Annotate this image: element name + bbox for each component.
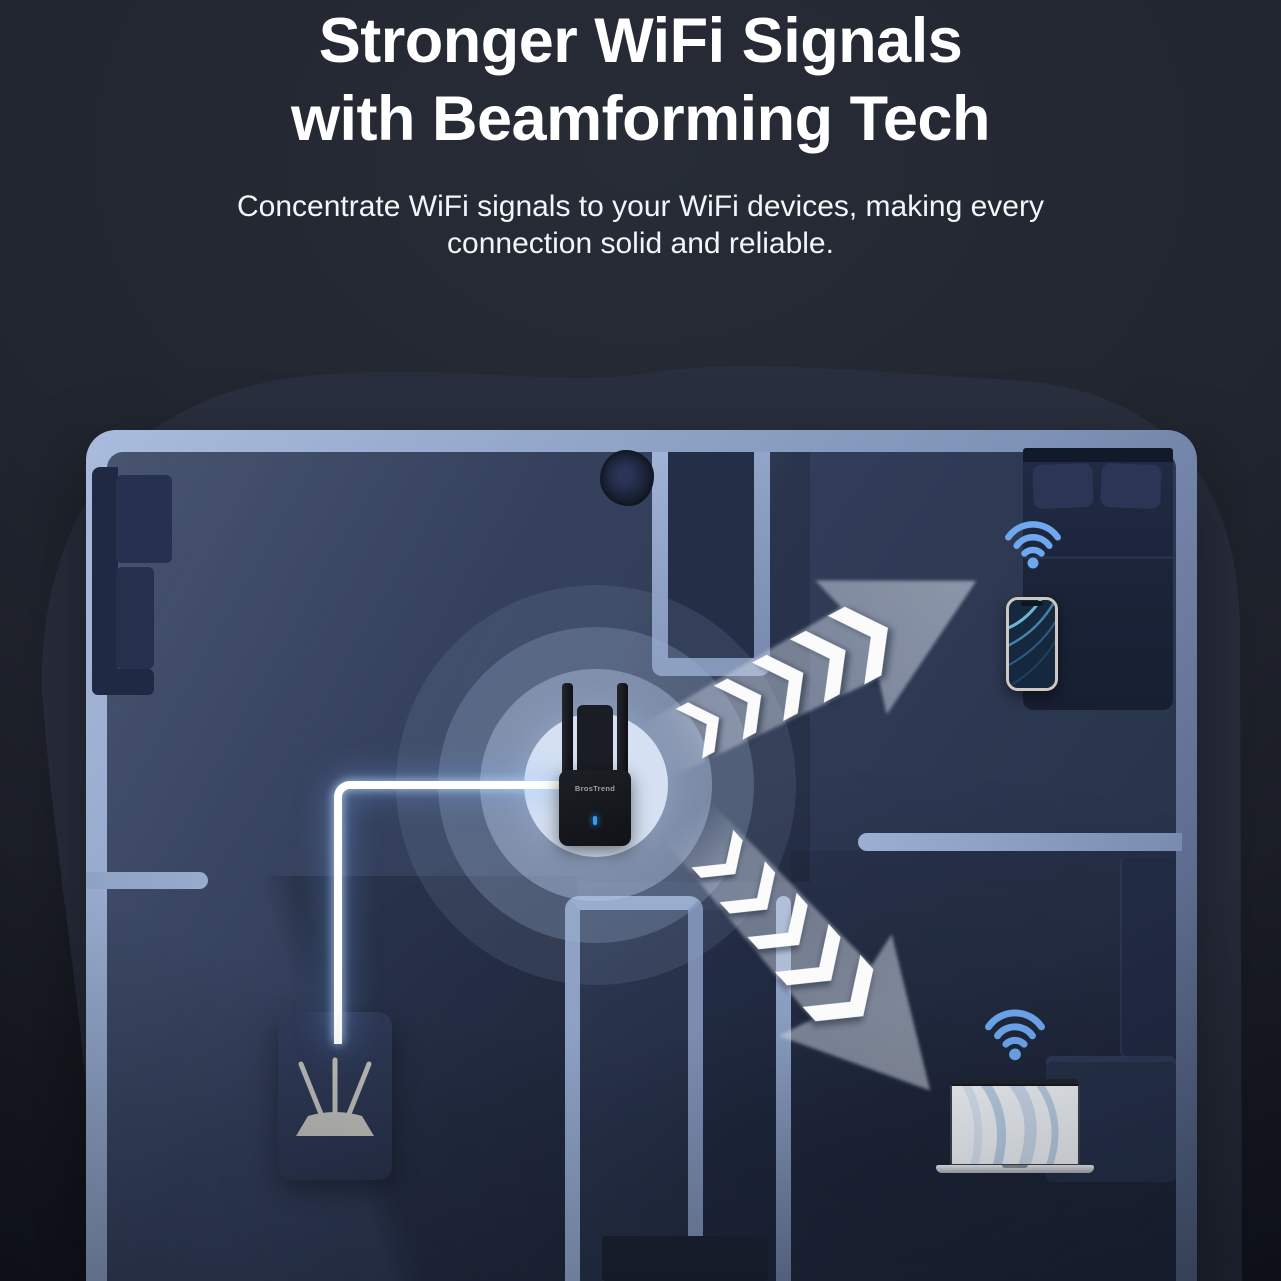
page-subtitle: Concentrate WiFi signals to your WiFi de… xyxy=(0,188,1281,262)
title-line-2: with Beamforming Tech xyxy=(291,84,990,154)
page-title: Stronger WiFi Signals with Beamforming T… xyxy=(0,2,1281,158)
couch-back xyxy=(92,467,118,695)
backhaul-beam-line xyxy=(334,781,564,1044)
pillow xyxy=(1032,462,1094,510)
pillow xyxy=(1100,462,1162,510)
extender-top-block xyxy=(577,705,613,777)
smartphone xyxy=(1006,597,1058,691)
couch-chaise xyxy=(116,475,172,563)
wifi-icon xyxy=(985,1009,1045,1061)
couch-armrest xyxy=(92,669,154,695)
extender-led xyxy=(593,816,597,825)
laptop-screen xyxy=(952,1086,1078,1164)
wardrobe xyxy=(1120,858,1176,1056)
wifi-icon xyxy=(1005,521,1061,569)
couch-seat xyxy=(116,567,154,669)
router-icon xyxy=(296,1057,374,1136)
wall-bedroom-divider xyxy=(858,833,1182,851)
couch xyxy=(92,467,176,695)
laptop-base-notch xyxy=(1002,1165,1028,1168)
laptop-base xyxy=(936,1165,1094,1173)
laptop xyxy=(950,1084,1080,1166)
title-line-1: Stronger WiFi Signals xyxy=(318,6,963,76)
subtitle-line-2: connection solid and reliable. xyxy=(447,227,834,260)
tv-bench xyxy=(602,1236,768,1281)
header: Stronger WiFi Signals with Beamforming T… xyxy=(0,2,1281,262)
wifi-extender-device: BrosTrend xyxy=(559,770,631,846)
smartphone-screen xyxy=(1009,600,1055,688)
subtitle-line-1: Concentrate WiFi signals to your WiFi de… xyxy=(237,190,1044,223)
plant xyxy=(600,450,654,506)
phone-notch xyxy=(1021,601,1043,606)
wall-left-stub xyxy=(86,872,208,889)
extender-brand-label: BrosTrend xyxy=(574,784,616,793)
